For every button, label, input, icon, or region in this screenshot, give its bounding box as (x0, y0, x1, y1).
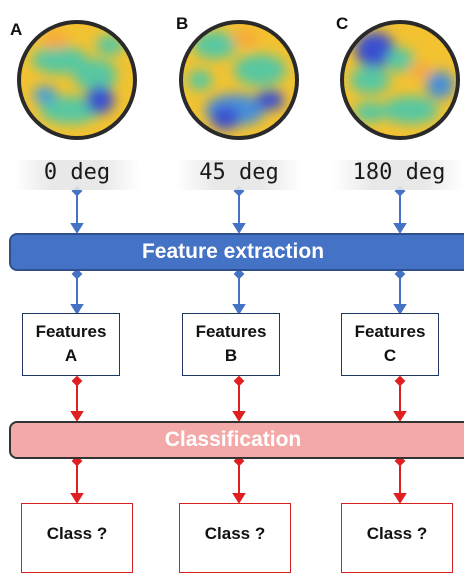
arrows-to-features (70, 268, 407, 315)
class-label-b: Class ? (204, 524, 266, 543)
map-a (19, 22, 135, 138)
features-letter-b: B (224, 346, 238, 365)
class-box-a: Class ? (21, 503, 133, 573)
panel-label-c: C (336, 14, 349, 33)
features-title-a: Features (35, 322, 107, 341)
features-letter-a: A (64, 346, 78, 365)
features-letter-c: C (383, 346, 397, 365)
arrows-to-classification (70, 375, 407, 422)
classification-bar: Classification (9, 421, 464, 459)
features-box-c: Features C (341, 313, 439, 376)
features-title-b: Features (195, 322, 267, 341)
map-b (181, 22, 297, 138)
features-title-c: Features (354, 322, 426, 341)
angle-label-bg-c (332, 160, 464, 190)
panel-label-a: A (10, 20, 23, 39)
map-c (342, 22, 458, 138)
arrows-to-extraction (70, 185, 407, 234)
features-box-a: Features A (22, 313, 120, 376)
class-label-a: Class ? (46, 524, 108, 543)
panel-label-b: B (176, 14, 189, 33)
features-box-b: Features B (182, 313, 280, 376)
angle-label-b: 45 deg (199, 160, 279, 185)
class-label-c: Class ? (366, 524, 428, 543)
angle-label-bg-a (14, 160, 140, 190)
angle-label-bg-b (176, 160, 302, 190)
arrows-to-classes (70, 455, 407, 504)
feature-extraction-bar: Feature extraction (9, 233, 464, 271)
feature-extraction-label: Feature extraction (141, 240, 325, 263)
angle-label-c: 180 deg (352, 160, 446, 185)
class-box-c: Class ? (341, 503, 453, 573)
class-box-b: Class ? (179, 503, 291, 573)
angle-label-a: 0 deg (43, 160, 111, 185)
classification-label: Classification (164, 428, 302, 451)
